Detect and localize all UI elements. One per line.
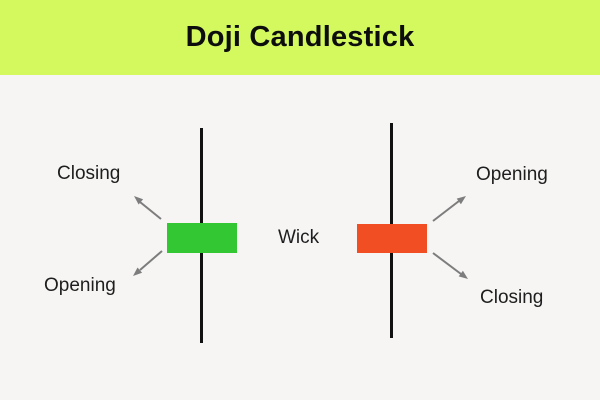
wick-label: Wick	[278, 227, 320, 248]
bearish-opening-label: Opening	[476, 164, 548, 185]
bearish-candle-body	[357, 224, 427, 253]
bearish-closing-arrow	[432, 252, 468, 279]
header-banner: Doji Candlestick	[0, 0, 600, 75]
bullish-closing-label: Closing	[57, 163, 121, 184]
bearish-opening-arrow	[432, 196, 466, 222]
bearish-closing-label: Closing	[480, 287, 544, 308]
bullish-closing-arrow	[134, 196, 162, 220]
bullish-opening-arrow	[133, 250, 163, 276]
bullish-opening-label: Opening	[44, 275, 116, 296]
bullish-candle-body	[167, 223, 237, 253]
page-title: Doji Candlestick	[185, 21, 415, 53]
